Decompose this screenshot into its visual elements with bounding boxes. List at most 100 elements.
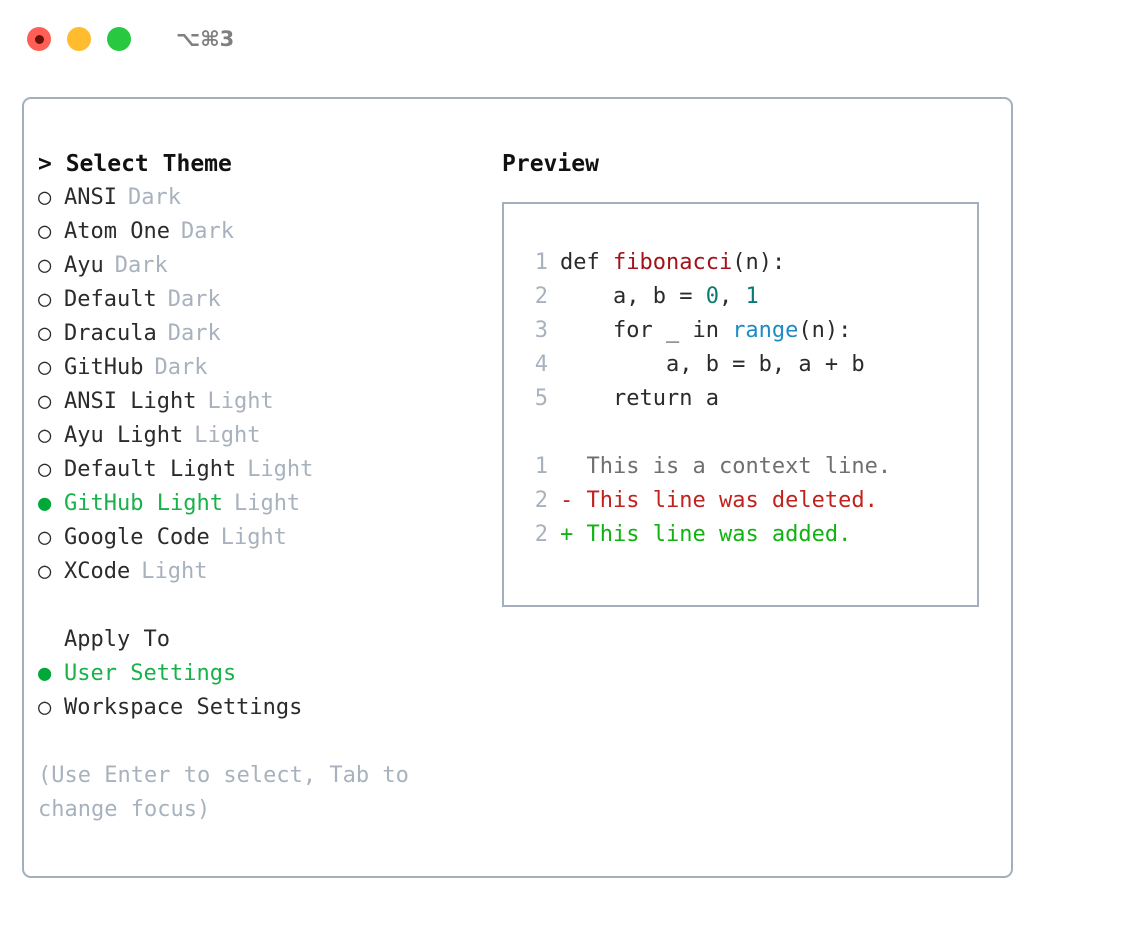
- theme-option-label: ANSI: [64, 185, 117, 210]
- diff-line-number: 1: [534, 454, 548, 479]
- section-gap: [38, 589, 468, 623]
- theme-option-default-light[interactable]: ○ Default Light Light: [38, 453, 468, 487]
- theme-option-github[interactable]: ○ GitHub Dark: [38, 351, 468, 385]
- code-line-number: 1: [534, 250, 548, 275]
- theme-variant-badge: Dark: [167, 321, 221, 346]
- code-line: 1 def fibonacci(n):: [518, 246, 891, 280]
- keyboard-shortcut-label: ⌥⌘3: [176, 27, 235, 51]
- code-token-number: 1: [745, 284, 759, 309]
- radio-unselected-icon: ○: [38, 219, 52, 244]
- theme-variant-badge: Light: [247, 457, 314, 482]
- theme-option-label: Default: [64, 287, 157, 312]
- theme-variant-badge: Dark: [180, 219, 234, 244]
- radio-unselected-icon: ○: [38, 389, 52, 414]
- theme-variant-badge: Dark: [114, 253, 168, 278]
- code-line-content: a, b = b, a + b: [560, 348, 865, 382]
- code-token-plain: a, b =: [560, 284, 706, 309]
- diff-line-added: 2+ This line was added.: [518, 518, 891, 552]
- theme-option-google-code[interactable]: ○ Google Code Light: [38, 521, 468, 555]
- code-token-builtin: range: [732, 318, 799, 343]
- code-token-plain: def: [560, 250, 613, 275]
- radio-unselected-icon: ○: [38, 423, 52, 448]
- theme-option-label: Atom One: [64, 219, 170, 244]
- radio-unselected-icon: ○: [38, 287, 52, 312]
- theme-option-label: Google Code: [64, 525, 210, 550]
- code-diff-gap: [518, 416, 891, 450]
- theme-option-atom-one[interactable]: ○ Atom One Dark: [38, 215, 468, 249]
- theme-option-ansi[interactable]: ○ ANSI Dark: [38, 181, 468, 215]
- theme-variant-badge: Light: [233, 491, 301, 516]
- code-token-plain: (n):: [732, 250, 786, 275]
- radio-selected-icon: ●: [38, 491, 52, 516]
- theme-variant-badge: Dark: [154, 355, 208, 380]
- theme-option-label: Default Light: [64, 457, 237, 482]
- radio-selected-icon: ●: [38, 661, 52, 686]
- diff-sample: 1 This is a context line.2- This line wa…: [518, 450, 891, 552]
- theme-variant-badge: Dark: [167, 287, 221, 312]
- maximize-window-icon[interactable]: [107, 27, 131, 51]
- apply-to-list: ● User Settings ○ Workspace Settings: [38, 657, 468, 725]
- code-token-function: fibonacci: [612, 250, 733, 275]
- diff-line-number: 2: [534, 522, 548, 547]
- theme-variant-badge: Light: [207, 389, 274, 414]
- code-line: 3 for _ in range(n):: [518, 314, 891, 348]
- code-token-number: 0: [705, 284, 719, 309]
- code-line-number: 4: [534, 352, 548, 377]
- theme-option-default[interactable]: ○ Default Dark: [38, 283, 468, 317]
- radio-unselected-icon: ○: [38, 457, 52, 482]
- diff-line-content: This is a context line.: [586, 454, 892, 479]
- code-token-plain: return a: [560, 386, 719, 411]
- theme-option-label: GitHub: [64, 355, 144, 380]
- radio-unselected-icon: ○: [38, 355, 52, 380]
- theme-option-ayu-light[interactable]: ○ Ayu Light Light: [38, 419, 468, 453]
- code-line: 5 return a: [518, 382, 891, 416]
- theme-variant-badge: Dark: [127, 185, 181, 210]
- code-line: 4 a, b = b, a + b: [518, 348, 891, 382]
- code-line-content: return a: [560, 382, 719, 416]
- minimize-window-icon[interactable]: [67, 27, 91, 51]
- theme-variant-badge: Light: [141, 559, 208, 584]
- diff-line-content: This line was deleted.: [586, 488, 878, 513]
- theme-variant-badge: Light: [194, 423, 261, 448]
- preview-header: Preview: [502, 151, 599, 177]
- code-token-plain: (n):: [798, 318, 852, 343]
- apply-to-option-workspace-settings[interactable]: ○ Workspace Settings: [38, 691, 468, 725]
- code-line-number: 3: [534, 318, 548, 343]
- radio-unselected-icon: ○: [38, 185, 52, 210]
- radio-unselected-icon: ○: [38, 525, 52, 550]
- apply-to-option-label: Workspace Settings: [64, 695, 303, 720]
- radio-unselected-icon: ○: [38, 559, 52, 584]
- diff-marker: [560, 450, 587, 484]
- keyboard-hint-text: (Use Enter to select, Tab to change focu…: [38, 763, 409, 822]
- radio-unselected-icon: ○: [38, 695, 52, 720]
- code-line-content: def fibonacci(n):: [560, 246, 785, 280]
- apply-to-option-user-settings[interactable]: ● User Settings: [38, 657, 468, 691]
- theme-option-label: Ayu Light: [64, 423, 184, 448]
- code-line-number: 2: [534, 284, 548, 309]
- code-token-plain: for _ in: [560, 318, 733, 343]
- theme-variant-badge: Light: [220, 525, 287, 550]
- code-line: 2 a, b = 0, 1: [518, 280, 891, 314]
- title-bar: ⌥⌘3: [0, 0, 1140, 78]
- theme-option-label: Dracula: [64, 321, 157, 346]
- close-window-icon[interactable]: [27, 27, 51, 51]
- code-line-content: for _ in range(n):: [560, 314, 851, 348]
- apply-to-option-label: User Settings: [64, 661, 237, 686]
- diff-line-context: 1 This is a context line.: [518, 450, 891, 484]
- diff-marker: +: [560, 522, 587, 547]
- traffic-light-controls: [27, 27, 131, 51]
- code-line-content: a, b = 0, 1: [560, 280, 759, 314]
- radio-unselected-icon: ○: [38, 253, 52, 278]
